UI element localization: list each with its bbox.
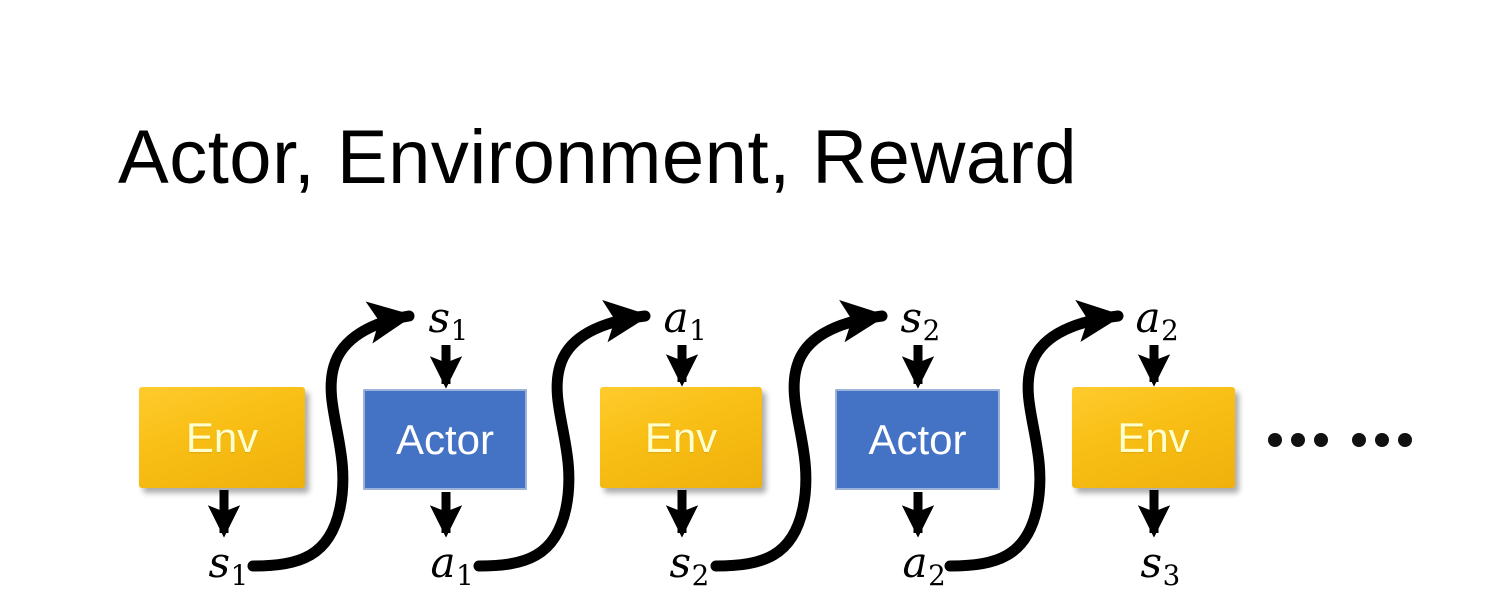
label-subscript: 2 xyxy=(922,314,941,348)
label-symbol: a xyxy=(1135,293,1161,342)
label-top-s2: s2 xyxy=(901,297,941,345)
label-subscript: 1 xyxy=(689,314,707,348)
label-symbol: a xyxy=(430,538,456,587)
label-subscript: 3 xyxy=(1162,559,1181,593)
node-actor-1[interactable]: Actor xyxy=(363,389,527,490)
label-symbol: a xyxy=(663,293,689,342)
ellipsis-dot xyxy=(1314,433,1328,447)
label-symbol: s xyxy=(1140,538,1163,587)
node-label: Actor xyxy=(868,415,967,463)
label-subscript: 2 xyxy=(1161,314,1179,348)
label-bottom-s1: s1 xyxy=(209,542,249,590)
node-label: Actor xyxy=(395,415,495,463)
label-subscript: 1 xyxy=(450,314,469,348)
label-subscript: 1 xyxy=(230,559,249,593)
label-subscript: 2 xyxy=(928,559,946,593)
node-env-1[interactable]: Env xyxy=(139,387,305,488)
label-bottom-s3: s3 xyxy=(1141,542,1181,590)
node-label: Env xyxy=(644,413,718,461)
ellipsis-dot xyxy=(1268,433,1282,447)
label-symbol: s xyxy=(208,538,231,587)
page-title: Actor, Environment, Reward xyxy=(118,115,1078,200)
down-arrows-out-of-boxes xyxy=(207,490,1171,538)
ellipsis-dot xyxy=(1352,433,1366,447)
label-top-a1: a1 xyxy=(664,297,707,345)
node-actor-2[interactable]: Actor xyxy=(835,389,1000,490)
node-label: Env xyxy=(1117,413,1190,461)
label-symbol: s xyxy=(900,293,923,342)
label-symbol: s xyxy=(428,293,451,342)
label-bottom-a1: a1 xyxy=(431,542,474,590)
ellipsis-dot xyxy=(1398,433,1412,447)
label-symbol: a xyxy=(902,538,928,587)
label-bottom-s2: s2 xyxy=(670,542,710,590)
label-bottom-a2: a2 xyxy=(903,542,946,590)
ellipsis-continuation xyxy=(1268,433,1412,447)
label-subscript: 1 xyxy=(456,559,474,593)
ellipsis-dot xyxy=(1291,433,1305,447)
label-top-a2: a2 xyxy=(1136,297,1179,345)
label-top-s1: s1 xyxy=(429,297,469,345)
node-env-3[interactable]: Env xyxy=(1072,387,1235,488)
label-subscript: 2 xyxy=(691,559,710,593)
node-label: Env xyxy=(185,413,259,461)
ellipsis-dot xyxy=(1375,433,1389,447)
node-env-2[interactable]: Env xyxy=(600,387,762,488)
down-arrows-into-boxes xyxy=(429,345,1171,389)
label-symbol: s xyxy=(669,538,692,587)
